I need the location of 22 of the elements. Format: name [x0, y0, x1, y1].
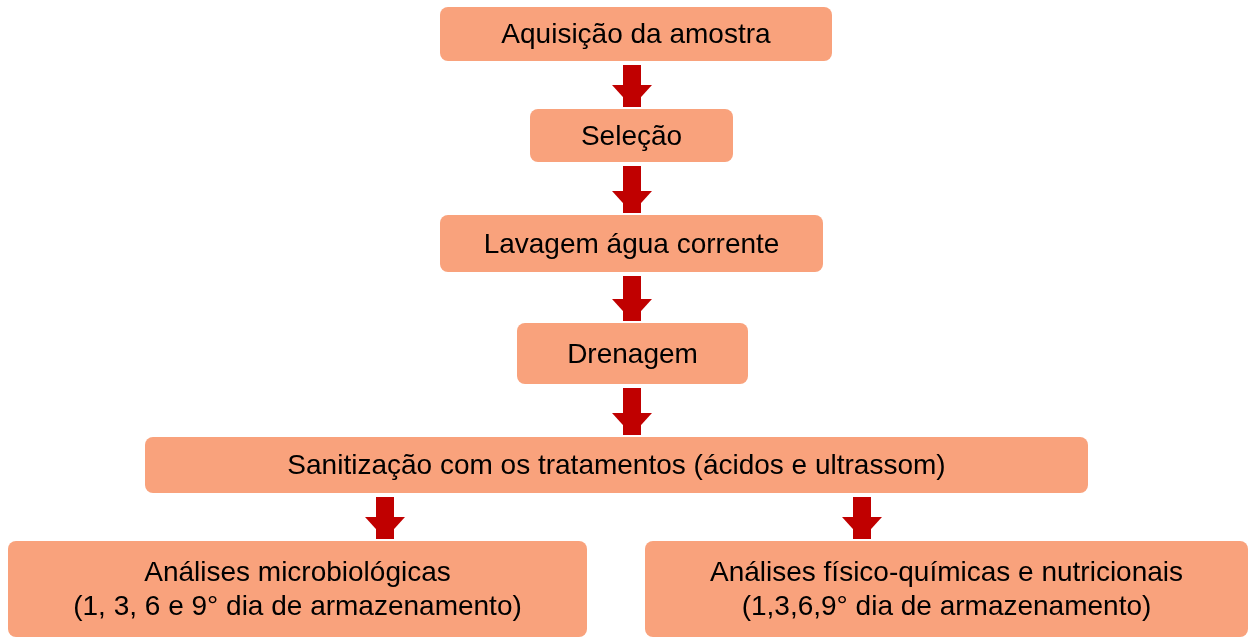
- arrow: [612, 65, 652, 107]
- process-box: [440, 215, 823, 272]
- arrow: [612, 388, 652, 435]
- arrow: [612, 166, 652, 213]
- step-text: Drenagem: [567, 336, 698, 371]
- process-box: [440, 7, 832, 61]
- step-text: Análises físico-químicas e nutricionais: [709, 555, 1184, 589]
- step-text: Sanitização com os tratamentos (ácidos e ultrassom): [287, 448, 946, 482]
- step-text: Seleção: [580, 118, 683, 153]
- step-text: (1,3,6,9° dia de armazenamento): [741, 589, 1152, 623]
- step-text: Análises microbiológicas: [144, 555, 451, 589]
- process-box: [145, 437, 1088, 493]
- process-box: [8, 541, 587, 637]
- arrow: [365, 497, 405, 539]
- process-box: [645, 541, 1248, 637]
- step-text: Aquisição da amostra: [501, 17, 771, 51]
- process-box: [530, 109, 733, 162]
- step-text: (1, 3, 6 e 9° dia de armazenamento): [73, 589, 522, 623]
- process-box: [517, 323, 748, 384]
- step-text: Lavagem água corrente: [483, 226, 780, 261]
- arrow: [842, 497, 882, 539]
- arrow: [612, 276, 652, 321]
